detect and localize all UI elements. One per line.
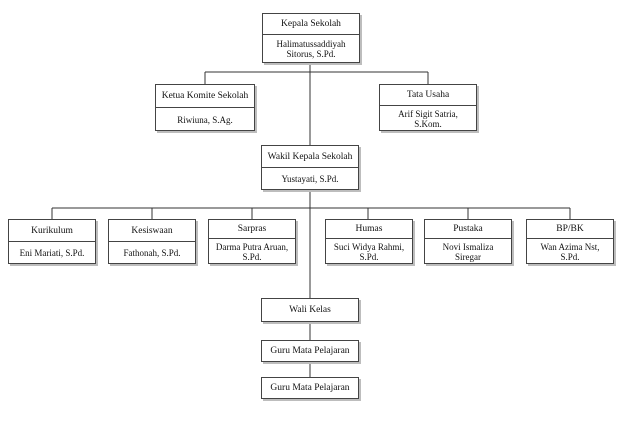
node-title: Kurikulum	[9, 220, 95, 242]
node-guru-mata-pelajaran-1: Guru Mata Pelajaran	[261, 340, 359, 362]
node-tata-usaha: Tata Usaha Arif Sigit Satria, S.Kom.	[379, 84, 477, 131]
node-person: Suci Widya Rahmi, S.Pd.	[333, 241, 405, 262]
node-person: Arif Sigit Satria, S.Kom.	[398, 108, 458, 129]
node-title: Ketua Komite Sekolah	[156, 85, 254, 108]
node-wali-kelas: Wali Kelas	[261, 298, 359, 322]
node-title: Humas	[326, 220, 412, 239]
node-title: BP/BK	[527, 220, 613, 239]
node-ketua-komite: Ketua Komite Sekolah Riwiuna, S.Ag.	[155, 84, 255, 131]
node-person: Wan Azima Nst, S.Pd.	[540, 241, 600, 262]
node-person: Halimatussaddiyah Sitorus, S.Pd.	[276, 39, 346, 59]
node-person: Darma Putra Aruan, S.Pd.	[215, 241, 289, 262]
node-humas: Humas Suci Widya Rahmi, S.Pd.	[325, 219, 413, 264]
node-person: Eni Mariati, S.Pd.	[19, 248, 85, 258]
node-wakil-kepala-sekolah: Wakil Kepala Sekolah Yustayati, S.Pd.	[261, 145, 359, 190]
node-kesiswaan: Kesiswaan Fathonah, S.Pd.	[108, 219, 196, 264]
node-bp-bk: BP/BK Wan Azima Nst, S.Pd.	[526, 219, 614, 264]
node-kurikulum: Kurikulum Eni Mariati, S.Pd.	[8, 219, 96, 264]
node-sarpras: Sarpras Darma Putra Aruan, S.Pd.	[208, 219, 296, 264]
node-title: Wakil Kepala Sekolah	[262, 146, 358, 168]
node-title: Sarpras	[209, 220, 295, 239]
node-person: Yustayati, S.Pd.	[281, 174, 339, 184]
node-guru-mata-pelajaran-2: Guru Mata Pelajaran	[261, 377, 359, 399]
node-person: Fathonah, S.Pd.	[123, 248, 181, 258]
node-title: Kepala Sekolah	[263, 14, 359, 35]
node-title: Tata Usaha	[380, 85, 476, 106]
node-pustaka: Pustaka Novi Ismaliza Siregar	[424, 219, 512, 264]
node-kepala-sekolah: Kepala Sekolah Halimatussaddiyah Sitorus…	[262, 13, 360, 63]
node-title: Pustaka	[425, 220, 511, 239]
node-person: Riwiuna, S.Ag.	[177, 114, 233, 125]
node-title: Kesiswaan	[109, 220, 195, 242]
node-person: Novi Ismaliza Siregar	[442, 241, 494, 262]
